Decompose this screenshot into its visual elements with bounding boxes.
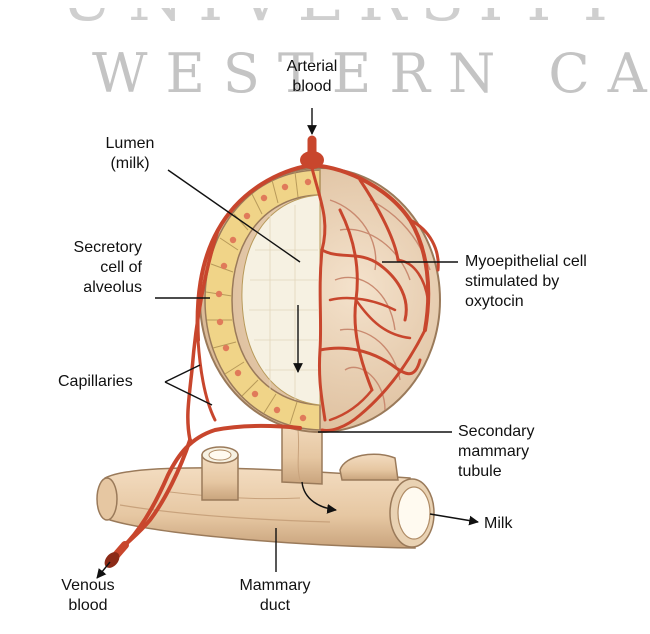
label-mammary-duct: Mammary duct [230, 576, 320, 616]
label-secondary-line1: Secondary [458, 422, 535, 442]
label-myo-line3: oxytocin [465, 292, 587, 312]
label-secretory-line1: Secretory [30, 238, 142, 258]
label-venous-line2: blood [48, 596, 128, 616]
label-capillaries: Capillaries [58, 372, 133, 392]
label-milk: Milk [484, 514, 512, 534]
mammary-duct [97, 447, 434, 548]
label-lumen: Lumen (milk) [90, 134, 170, 174]
label-arterial-line2: blood [272, 77, 352, 97]
label-myo-line1: Myoepithelial cell [465, 252, 587, 272]
label-arterial-line1: Arterial [272, 57, 352, 77]
label-lumen-line1: Lumen [90, 134, 170, 154]
label-secretory-line2: cell of [30, 258, 142, 278]
label-secondary-tubule: Secondary mammary tubule [458, 422, 535, 482]
label-venous-line1: Venous [48, 576, 128, 596]
capillaries-leader-a [165, 365, 200, 382]
label-secretory-line3: alveolus [30, 278, 142, 298]
label-secondary-line2: mammary [458, 442, 535, 462]
label-duct-line1: Mammary [230, 576, 320, 596]
label-secondary-line3: tubule [458, 462, 535, 482]
milk-out-arrow [430, 514, 478, 522]
label-lumen-line2: (milk) [90, 154, 170, 174]
label-venous-blood: Venous blood [48, 576, 128, 616]
label-secretory-cell: Secretory cell of alveolus [30, 238, 142, 298]
label-myoepithelial: Myoepithelial cell stimulated by oxytoci… [465, 252, 587, 312]
label-duct-line2: duct [230, 596, 320, 616]
label-myo-line2: stimulated by [465, 272, 587, 292]
label-arterial-blood: Arterial blood [272, 57, 352, 97]
